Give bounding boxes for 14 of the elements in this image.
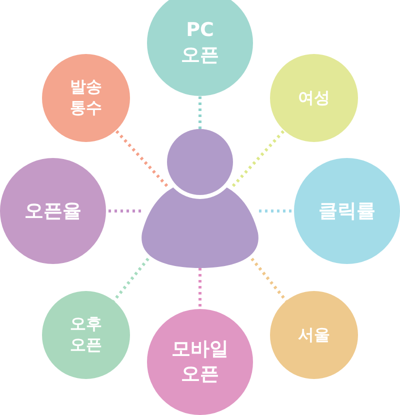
- dotted-connector: [198, 96, 202, 129]
- dotted-connector: [198, 268, 202, 309]
- topic-label: PC 오픈: [180, 18, 220, 68]
- dotted-connector: [232, 129, 286, 188]
- topic-label: 오후 오픈: [69, 314, 103, 356]
- dotted-connector: [114, 129, 168, 188]
- dotted-connector: [106, 210, 141, 212]
- topic-label: 서울: [298, 324, 330, 346]
- topic-label: 여성: [298, 88, 330, 108]
- topic-label: 모바일 오픈: [170, 337, 230, 387]
- topic-label: 클릭률: [318, 198, 376, 224]
- dotted-connector: [259, 210, 294, 212]
- topic-label: 오픈율: [24, 198, 82, 224]
- topic-label: 발송 통수: [69, 77, 103, 119]
